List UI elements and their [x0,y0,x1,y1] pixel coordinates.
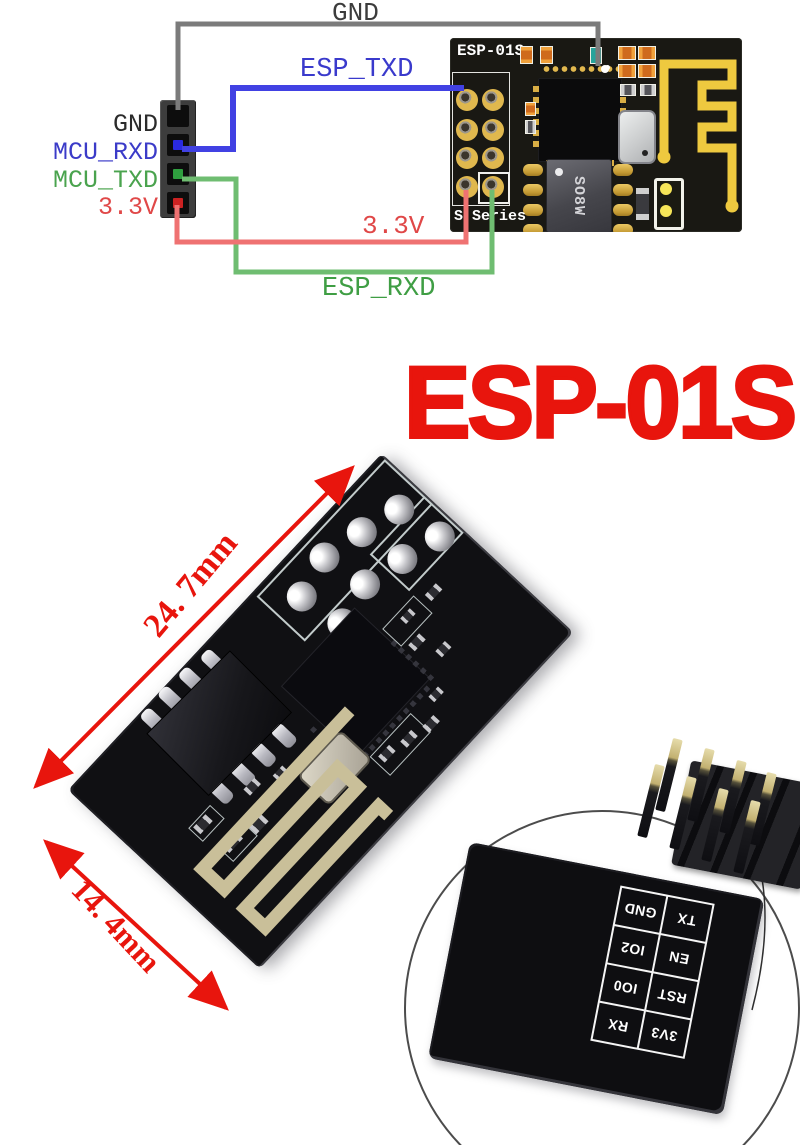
flash-lead [523,204,543,216]
pin-label-gnd: GND [614,887,667,933]
header-socket-txd [167,163,189,185]
esp-txd-wire [182,85,464,152]
pin-label-en: EN [653,935,705,981]
flash-lead [613,224,633,232]
flash-chip: SO8W [547,160,611,232]
module-series-label: S Series [454,208,527,225]
flash-lead [613,184,633,196]
mcu-rxd-label: MCU_RXD [52,138,158,167]
pcb-antenna [657,59,739,213]
pin-label-rst: RST [646,973,698,1019]
flash-lead [613,164,633,176]
resistor [638,46,656,60]
header-socket-gnd [167,105,189,127]
v33-wire-label: 3.3V [362,211,425,241]
mcu-pin-header [160,100,196,218]
page-title: ESP-01S [402,344,798,461]
capacitor [636,188,649,220]
header-socket-rxd [167,134,189,156]
led [654,178,684,230]
pin-label-3v3: 3V3 [638,1011,691,1057]
flash-lead [523,224,543,232]
capacitor [640,84,656,96]
pinout-grid: GND TX IO2 EN IO0 RST RX 3V3 [590,885,715,1059]
mcu-gnd-label: GND [112,110,158,139]
flash-lead [613,204,633,216]
flash-chip-label: SO8W [570,175,588,216]
mcu-txd-label: MCU_TXD [52,166,158,195]
gnd-wire-label: GND [332,0,379,28]
pin-label-tx: TX [661,896,713,942]
esp-rxd-wire [182,176,495,275]
esp-txd-label: ESP_TXD [300,55,414,85]
chip-pads-left [533,86,539,152]
pin-label-io0: IO0 [600,964,652,1010]
crystal [618,110,656,164]
hole-io2 [482,119,504,141]
hole-io0 [482,147,504,169]
esp-rxd-label: ESP_RXD [322,274,436,304]
capacitor [525,120,536,134]
hole-rst [456,147,478,169]
resistor [618,46,636,60]
mcu-v33-label: 3.3V [97,193,158,222]
flash-lead [523,184,543,196]
resistor [638,64,656,78]
pin-label-rx: RX [592,1002,644,1048]
esp01s-module-render: ESP-01S [450,38,742,232]
pin-label-io2: IO2 [607,926,659,972]
header-socket-v33 [167,192,189,214]
capacitor [620,84,636,96]
flash-lead [523,164,543,176]
resistor [618,64,636,78]
